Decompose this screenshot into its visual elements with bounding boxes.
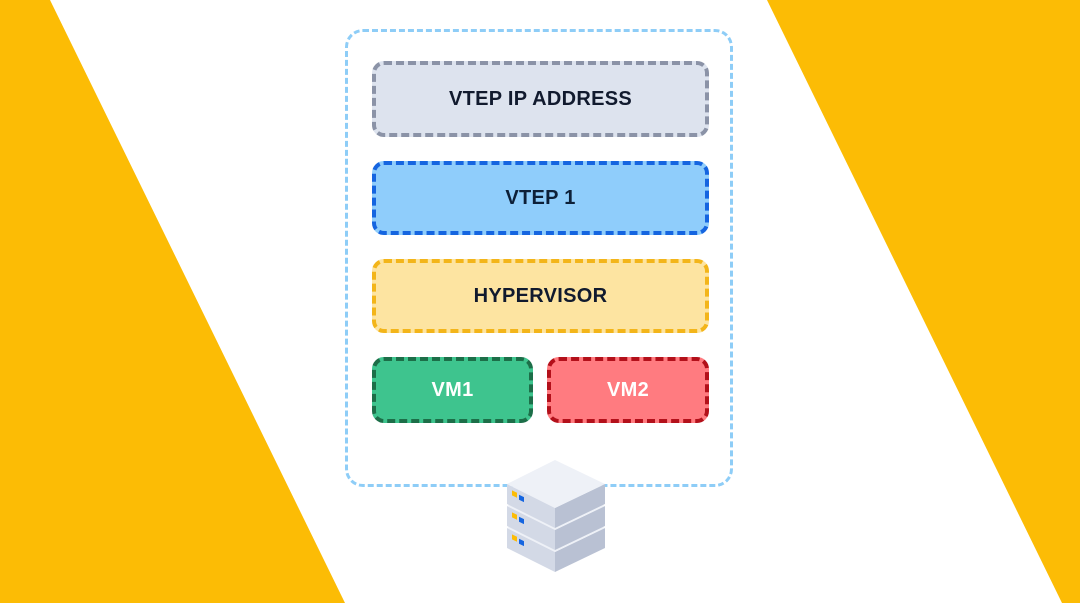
vm1-label: VM1 — [431, 378, 474, 401]
vtep-ip-address-label: VTEP IP ADDRESS — [448, 87, 633, 110]
right-yellow-stripe — [767, 0, 1080, 603]
hypervisor-box: HYPERVISOR — [372, 259, 709, 333]
vtep-ip-address-box: VTEP IP ADDRESS — [372, 61, 709, 137]
hypervisor-label: HYPERVISOR — [473, 284, 608, 307]
vm1-box: VM1 — [372, 357, 533, 423]
server-stack-icon — [507, 460, 605, 572]
server-unit-top — [507, 460, 605, 530]
left-yellow-stripe — [0, 0, 345, 603]
vtep-1-label: VTEP 1 — [505, 186, 576, 209]
server-unit-bottom — [507, 528, 605, 572]
vm2-box: VM2 — [547, 357, 709, 423]
vtep-1-box: VTEP 1 — [372, 161, 709, 235]
vm2-label: VM2 — [606, 378, 650, 401]
